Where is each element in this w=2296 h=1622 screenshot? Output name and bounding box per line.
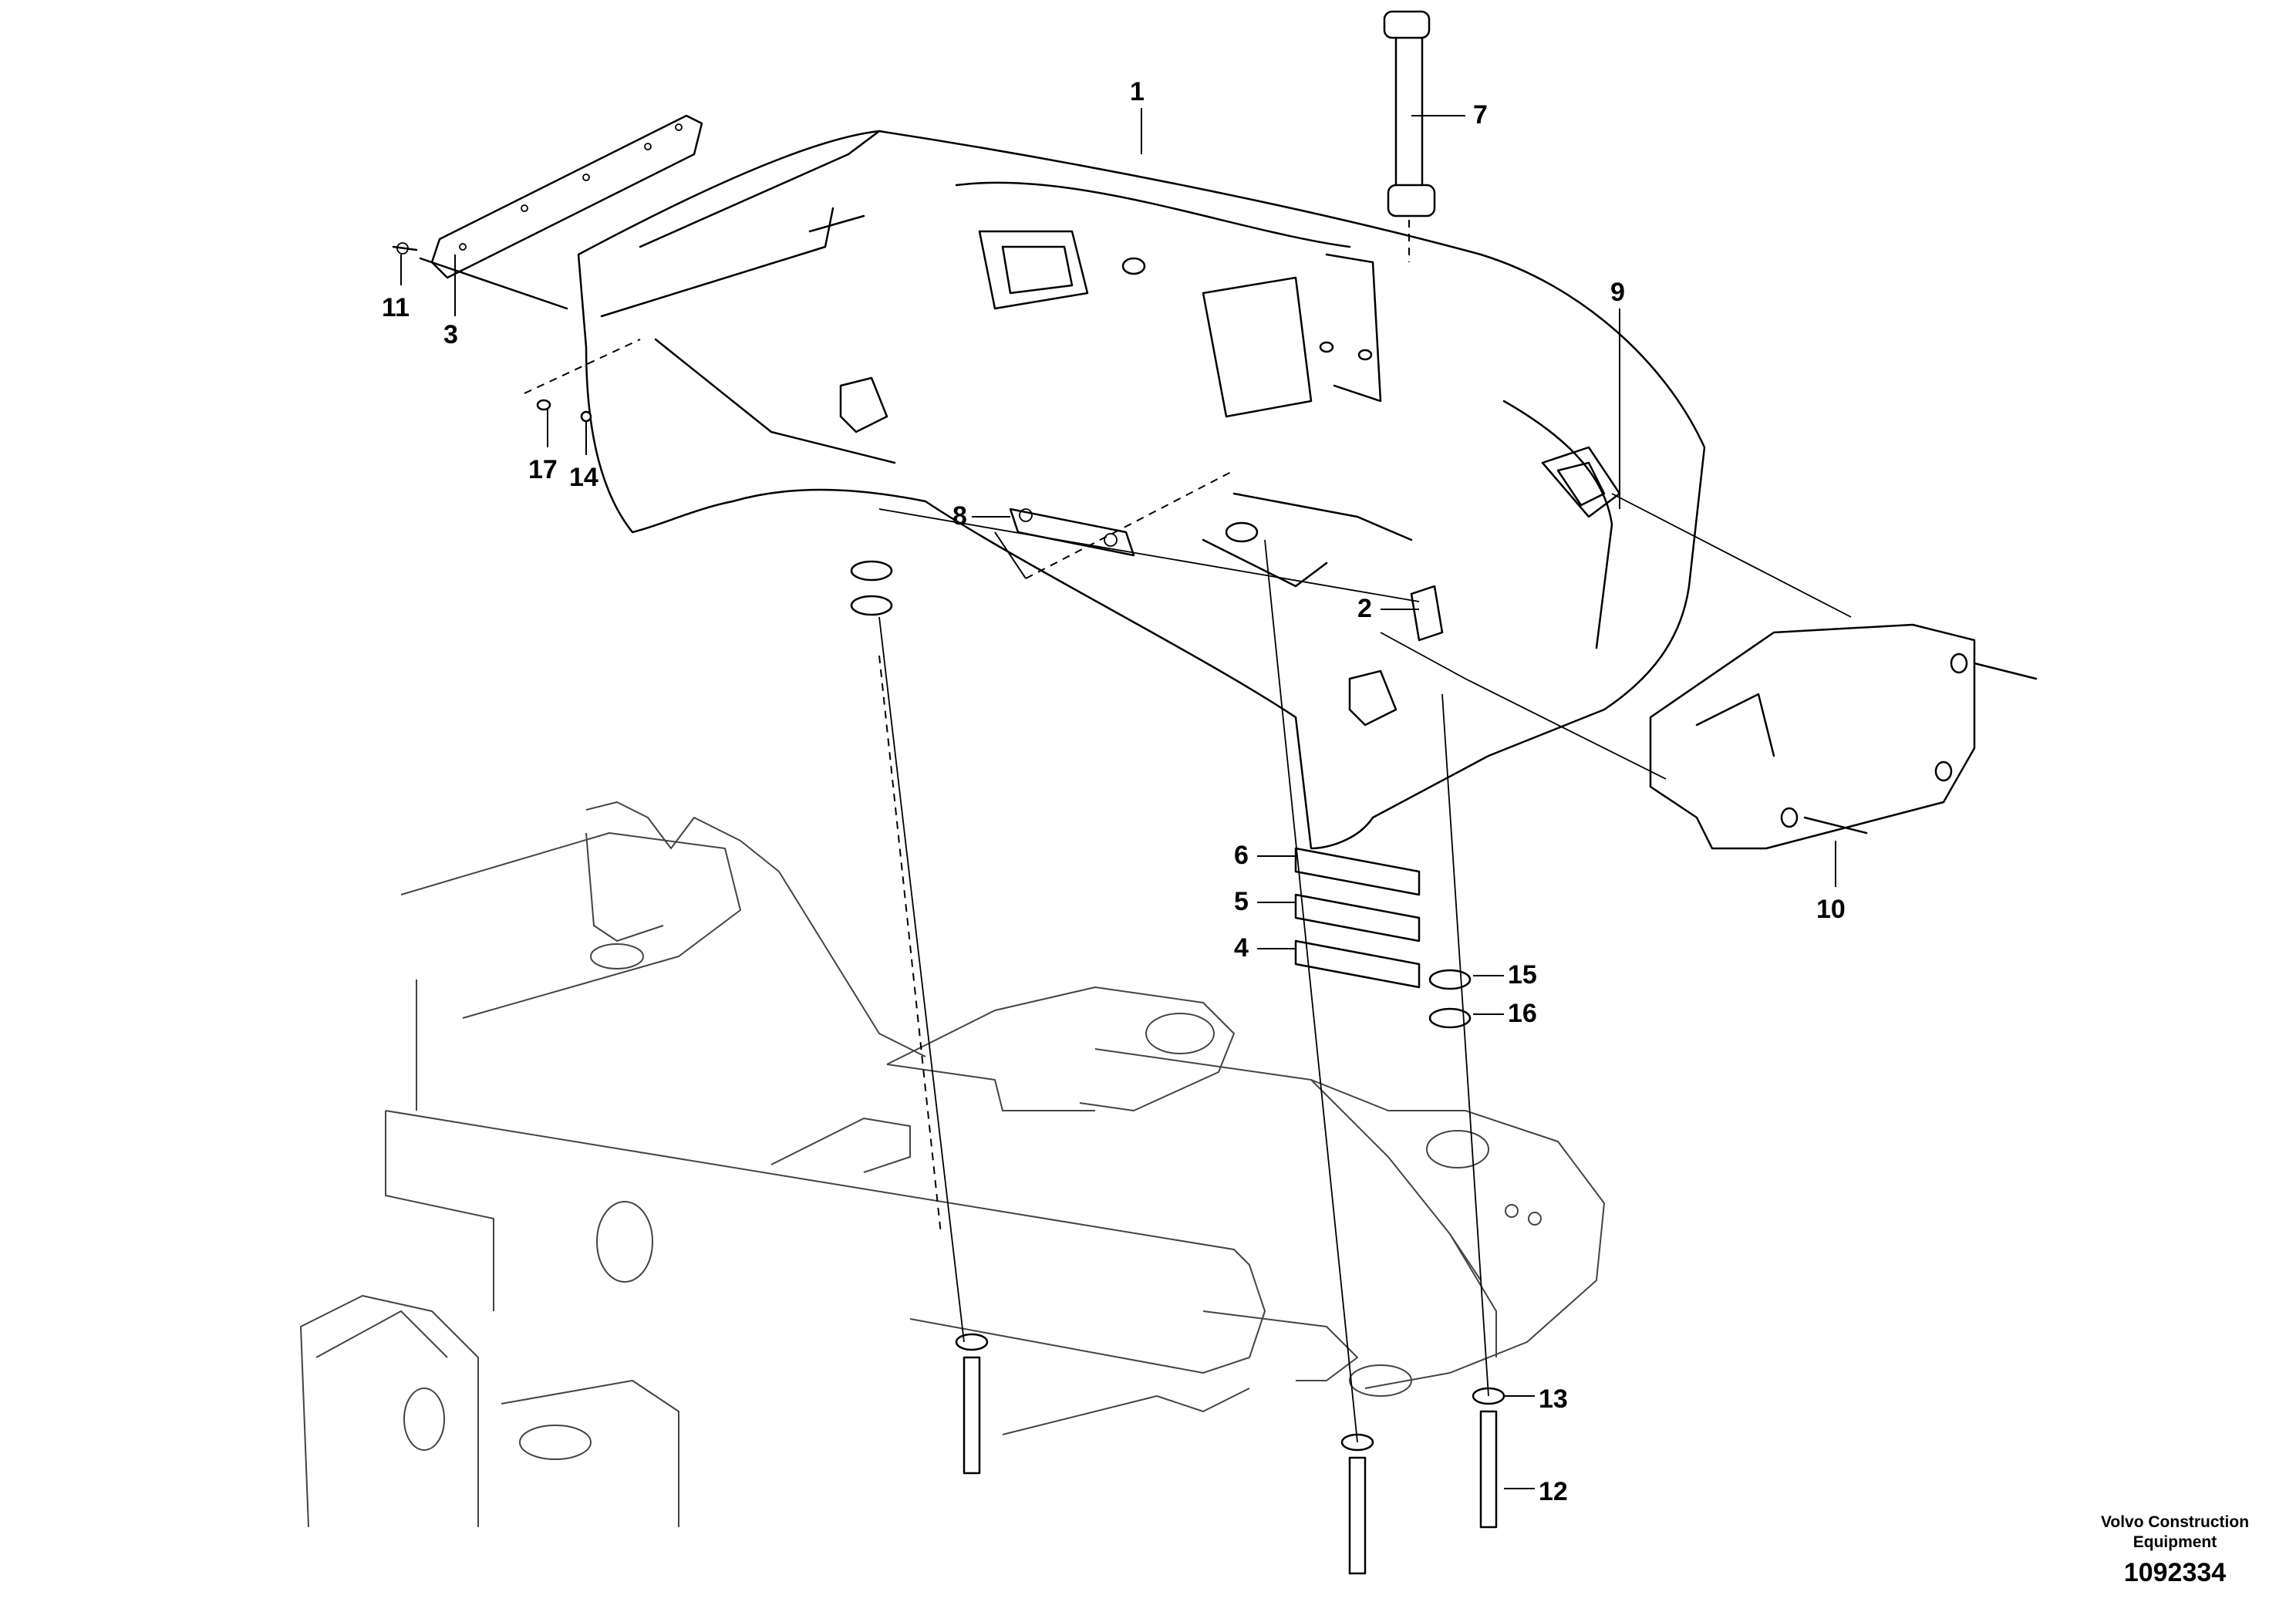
watermark-number: 1092334 xyxy=(2124,1558,2226,1587)
callout-17: 17 xyxy=(528,455,558,484)
callout-11: 11 xyxy=(382,293,410,322)
shims xyxy=(1294,847,1421,989)
right-cover-plate xyxy=(1649,623,2038,850)
bracket-plate xyxy=(994,470,1235,579)
watermark: Volvo Construction Equipment 1092334 xyxy=(2101,1513,2249,1587)
lifting-eye-bolt xyxy=(1383,10,1436,262)
left-cover-plate xyxy=(392,114,703,310)
callouts: 1 2 3 4 5 6 7 8 9 10 11 12 13 14 15 16 1… xyxy=(382,77,1846,1506)
leader-lines xyxy=(400,108,1836,1489)
callout-16: 16 xyxy=(1508,999,1537,1028)
callout-4: 4 xyxy=(1234,933,1249,963)
watermark-line2: Equipment xyxy=(2133,1533,2217,1551)
callout-10: 10 xyxy=(1816,895,1846,924)
watermark-line1: Volvo Construction xyxy=(2101,1513,2249,1531)
callout-9: 9 xyxy=(1610,278,1625,307)
callout-13: 13 xyxy=(1539,1384,1568,1414)
clamps xyxy=(839,376,1444,727)
callout-15: 15 xyxy=(1508,960,1537,990)
callout-6: 6 xyxy=(1234,841,1249,870)
callout-12: 12 xyxy=(1539,1477,1568,1506)
callout-7: 7 xyxy=(1473,100,1488,130)
counterweight xyxy=(577,130,1706,850)
callout-2: 2 xyxy=(1357,594,1372,623)
callout-14: 14 xyxy=(569,463,598,492)
callout-3: 3 xyxy=(443,320,458,349)
machine-frame xyxy=(300,801,1605,1528)
callout-5: 5 xyxy=(1234,887,1249,916)
callout-8: 8 xyxy=(952,501,967,531)
callout-1: 1 xyxy=(1130,77,1145,106)
